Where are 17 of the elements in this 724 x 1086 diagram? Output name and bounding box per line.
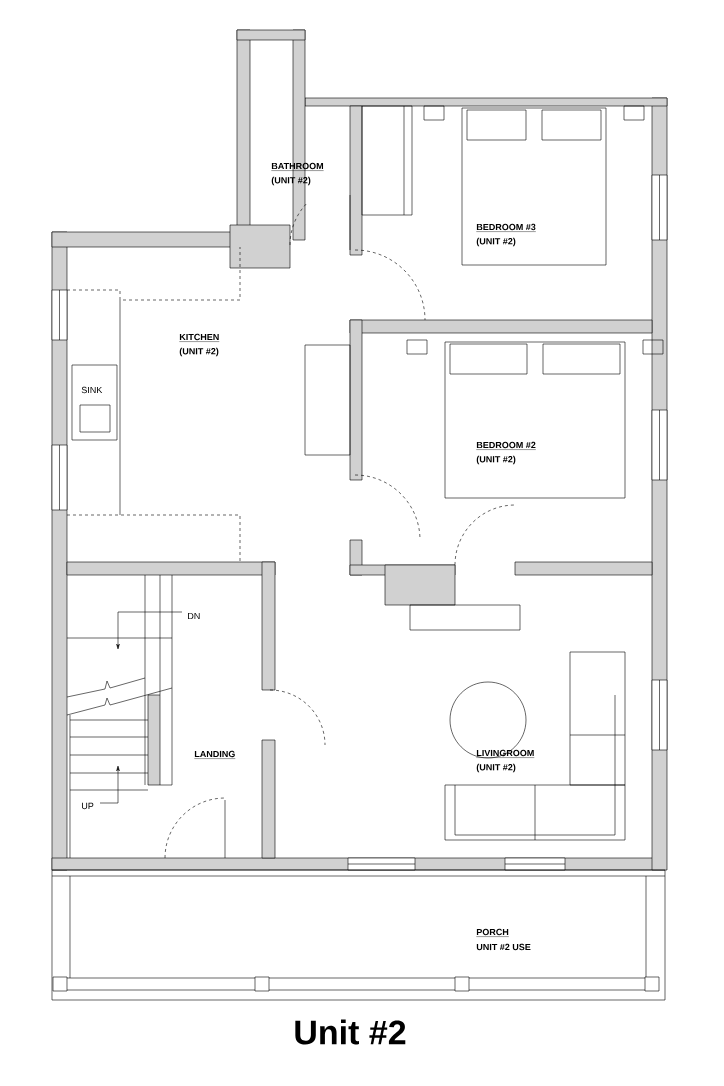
- room-label: LIVINGROOM: [476, 749, 535, 758]
- plan-label: DN: [188, 612, 200, 620]
- room-label: (UNIT #2): [271, 176, 311, 186]
- room-label: (UNIT #2): [476, 455, 516, 465]
- room-label: KITCHEN: [179, 333, 220, 342]
- room-label: BEDROOM #2: [476, 441, 536, 450]
- room-label: UNIT #2 USE: [476, 943, 531, 951]
- room-label: (UNIT #2): [476, 237, 516, 247]
- title: Unit #2: [295, 1019, 406, 1045]
- plan-label: SINK: [81, 386, 103, 394]
- room-label: BEDROOM #3: [476, 223, 536, 232]
- room-label: (UNIT #2): [476, 763, 516, 773]
- room-label: BATHROOM: [271, 162, 324, 171]
- room-label: PORCH: [476, 928, 509, 937]
- room-label: (UNIT #2): [179, 347, 219, 357]
- room-label: LANDING: [194, 750, 236, 759]
- plan-label: UP: [82, 802, 94, 810]
